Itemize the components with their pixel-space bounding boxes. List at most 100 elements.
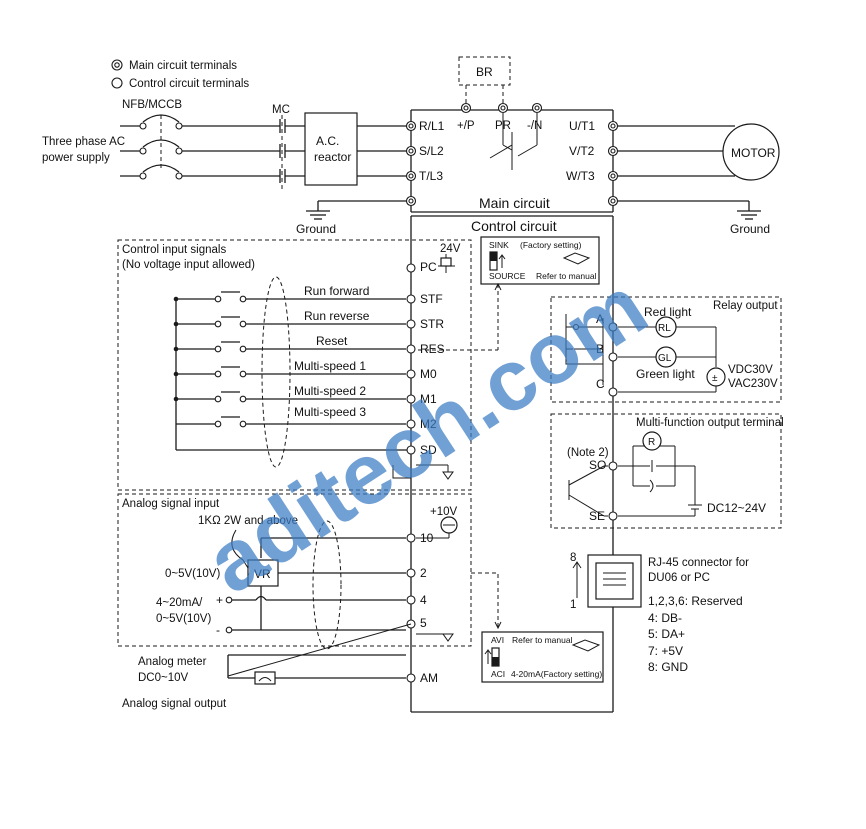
- signal-label-m2: Multi-speed 3: [294, 405, 366, 419]
- analog-output-section: Analog meter DC0~10V Analog signal outpu…: [122, 623, 438, 710]
- dc-terminal-p: [460, 102, 472, 114]
- terminal-pc: [406, 263, 416, 273]
- rj45-pin-top: 8: [570, 552, 576, 564]
- terminal-label-str: STR: [420, 317, 444, 331]
- motor: [722, 123, 780, 181]
- power-source-label-2: power supply: [42, 152, 110, 164]
- terminal-se: [608, 511, 618, 521]
- refer-manual-label: Refer to manual: [536, 271, 597, 281]
- terminal-4: [406, 595, 416, 605]
- gl-label: GL: [658, 353, 672, 364]
- relay-voltage-label: VDC30V: [728, 364, 773, 376]
- signal-label-m0: Multi-speed 1: [294, 359, 366, 373]
- label-vt2: V/T2: [569, 144, 595, 158]
- plus-sign: +: [216, 593, 223, 607]
- control-input-section: Control input signals (No voltage input …: [117, 239, 472, 491]
- terminal-label-res: RES: [420, 342, 445, 356]
- terminal-2: [406, 568, 416, 578]
- terminal-rl1: [405, 120, 417, 132]
- rj45-title: RJ-45 connector for: [648, 557, 749, 569]
- ac-reactor: [304, 112, 358, 186]
- relay-terminal-b: B: [596, 342, 604, 356]
- rj45-pin-5: 5: DA+: [648, 627, 685, 641]
- analog-input-title: Analog signal input: [122, 498, 220, 510]
- legend: Main circuit terminals Control circuit t…: [111, 59, 249, 90]
- motor-label: MOTOR: [731, 146, 776, 160]
- terminal-ground-left: [405, 195, 417, 207]
- terminal-m0: [406, 369, 416, 379]
- input-row-m0: Multi-speed 1 M0: [176, 359, 437, 381]
- input-row-m1: Multi-speed 2 M1: [176, 384, 437, 406]
- phase-lines: [120, 114, 305, 190]
- avi-refer-manual: Refer to manual: [512, 635, 573, 645]
- am-terminal-label: AM: [420, 671, 438, 685]
- control-circuit-title: Control circuit: [471, 218, 557, 234]
- switch-lever-icon: [490, 252, 497, 261]
- multifunction-title: Multi-function output terminal: [636, 417, 784, 429]
- r-label: R: [648, 437, 655, 448]
- input-row-m2: Multi-speed 3 M2: [176, 405, 437, 431]
- terminal-label-m2: M2: [420, 417, 437, 431]
- signal-label-res: Reset: [316, 334, 348, 348]
- terminal-stf: [406, 294, 416, 304]
- meter-label: Analog meter: [138, 656, 207, 668]
- ground-right-label: Ground: [730, 222, 770, 236]
- book-icon: [562, 252, 591, 265]
- relay-voltage-label-2: VAC230V: [728, 378, 778, 390]
- relay-title: Relay output: [713, 300, 778, 312]
- analog-output-title: Analog signal output: [122, 698, 227, 710]
- so-label: SO: [589, 458, 606, 472]
- rj45-pin-7: 7: +5V: [648, 644, 683, 658]
- rj45-title-2: DU06 or PC: [648, 572, 710, 584]
- power-input: Three phase AC power supply NFB/MCCB MC: [42, 99, 406, 236]
- main-circuit: Main circuit BR +/P PR -/N R/L1 S/L2 T/L…: [405, 56, 619, 213]
- minus-sign: -: [216, 623, 220, 637]
- vr-potentiometer: [247, 559, 279, 587]
- br-box: [458, 56, 511, 86]
- terminal-am: [406, 673, 416, 683]
- terminal-10-label: 10: [420, 531, 434, 545]
- factory-setting-label: (Factory setting): [520, 240, 582, 250]
- svg-text:±: ±: [712, 373, 718, 384]
- shielded-cable: [261, 276, 291, 468]
- relay-terminal-c: C: [596, 377, 605, 391]
- terminal-b: [608, 352, 618, 362]
- label-sl2: S/L2: [419, 144, 444, 158]
- ground-symbol-analog: [442, 633, 454, 642]
- source-label: SOURCE: [489, 271, 526, 281]
- book-icon-2: [571, 639, 601, 652]
- terminal-label-m0: M0: [420, 367, 437, 381]
- input-row-str: Run reverse STR: [176, 309, 444, 331]
- green-light-label: Green light: [636, 367, 695, 381]
- motor-section: MOTOR Ground: [618, 123, 780, 236]
- terminal-m2: [406, 419, 416, 429]
- terminal-ut1: [607, 120, 619, 132]
- main-circuit-title: Main circuit: [479, 195, 550, 211]
- aci-label: ACI: [491, 669, 505, 679]
- dc-terminal-pr: [497, 102, 509, 114]
- range-i-label-2: 0~5V(10V): [156, 613, 211, 625]
- sink-source-box: [480, 236, 600, 285]
- terminal-label-stf: STF: [420, 292, 443, 306]
- terminal-wt3: [607, 170, 619, 182]
- input-row-res: Reset RES: [176, 334, 445, 356]
- rl-label: RL: [658, 323, 671, 334]
- sd-terminal-label: SD: [420, 443, 437, 457]
- label-wt3: W/T3: [566, 169, 595, 183]
- reactor-label: A.C.: [316, 134, 339, 148]
- resistor-label: 1KΩ 2W and above: [198, 515, 298, 527]
- label-ut1: U/T1: [569, 119, 595, 133]
- control-circuit: Control circuit SINK (Factory setting) S…: [410, 215, 614, 713]
- aci-factory-label: 4-20mA(Factory setting): [511, 669, 602, 679]
- avi-label: AVI: [491, 635, 504, 645]
- terminal-so: [608, 461, 618, 471]
- ref-voltage-label: +10V: [430, 506, 458, 518]
- relay-output-box: [550, 296, 782, 403]
- terminal-4-label: 4: [420, 593, 427, 607]
- relay-terminal-a: A: [596, 312, 604, 326]
- label-tl3: T/L3: [419, 169, 443, 183]
- analog-shielded-cable: [312, 520, 342, 650]
- dc-label-n: -/N: [527, 120, 542, 132]
- label-rl1: R/L1: [419, 119, 445, 133]
